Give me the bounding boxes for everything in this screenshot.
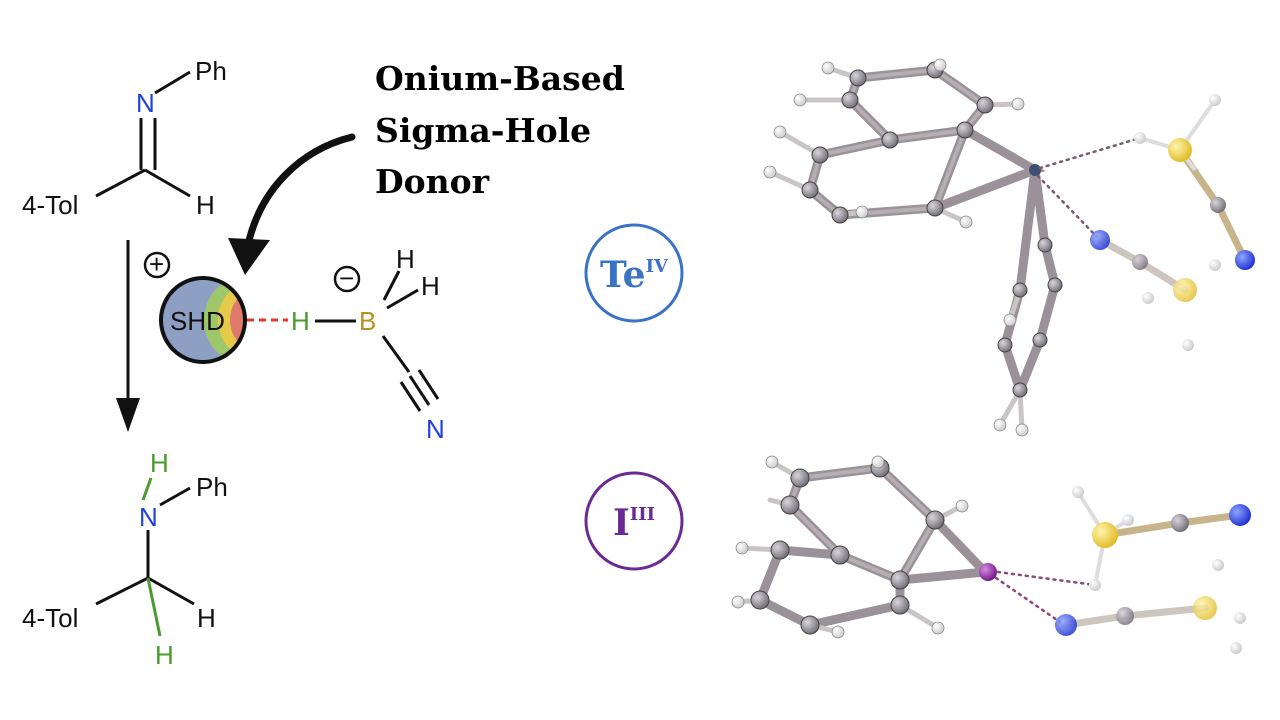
boron-label: B xyxy=(359,306,376,336)
shd-label: SHD xyxy=(170,306,225,336)
title-line-1: Onium-Based xyxy=(375,59,625,98)
sigma-hole-sphere-icon: SHD xyxy=(159,276,247,364)
amine-h-top-label: H xyxy=(150,448,169,478)
te-crystal-structure xyxy=(763,58,1255,437)
boron-h1-label: H xyxy=(396,244,415,274)
amine-tol-label: 4-Tol xyxy=(22,603,78,633)
curved-arrow-icon xyxy=(228,133,356,275)
title-line-2: Sigma-Hole xyxy=(375,111,591,150)
amine-n-label: N xyxy=(139,502,158,532)
amine-ph-label: Ph xyxy=(196,472,228,502)
te-iv-badge: TeIV xyxy=(584,223,684,323)
imine-tol-label: 4-Tol xyxy=(22,190,78,220)
imine-structure: Ph N 4-Tol H xyxy=(22,56,227,220)
imine-ph-label: Ph xyxy=(195,56,227,86)
reaction-arrow-icon xyxy=(116,240,140,432)
svg-text:−: − xyxy=(339,263,354,293)
negative-charge-icon: − xyxy=(333,263,361,293)
te-main-label: Te xyxy=(600,254,646,296)
svg-text:IIII: IIII xyxy=(613,502,655,544)
amine-h-right-label: H xyxy=(197,603,216,633)
i-main-label: I xyxy=(613,502,630,544)
cyanoborohydride-structure: H B H H N xyxy=(291,244,445,444)
amine-h-bottom-label: H xyxy=(155,640,174,670)
te-sup-label: IV xyxy=(646,256,669,277)
imine-n-label: N xyxy=(136,88,155,118)
title-line-3: Donor xyxy=(375,162,490,201)
positive-charge-icon: + xyxy=(143,249,171,279)
svg-text:TeIV: TeIV xyxy=(600,254,669,296)
imine-h-label: H xyxy=(196,190,215,220)
i-crystal-structure xyxy=(731,455,1251,654)
nitrile-n-label: N xyxy=(426,414,445,444)
scheme-title: Onium-Based Sigma-Hole Donor xyxy=(375,59,625,201)
i-iii-badge: IIII xyxy=(584,471,684,571)
bridging-h-label: H xyxy=(291,306,310,336)
boron-h2-label: H xyxy=(421,271,440,301)
amine-structure: H Ph N 4-Tol H H xyxy=(22,448,228,670)
i-sup-label: III xyxy=(630,504,655,525)
svg-text:+: + xyxy=(149,249,164,279)
